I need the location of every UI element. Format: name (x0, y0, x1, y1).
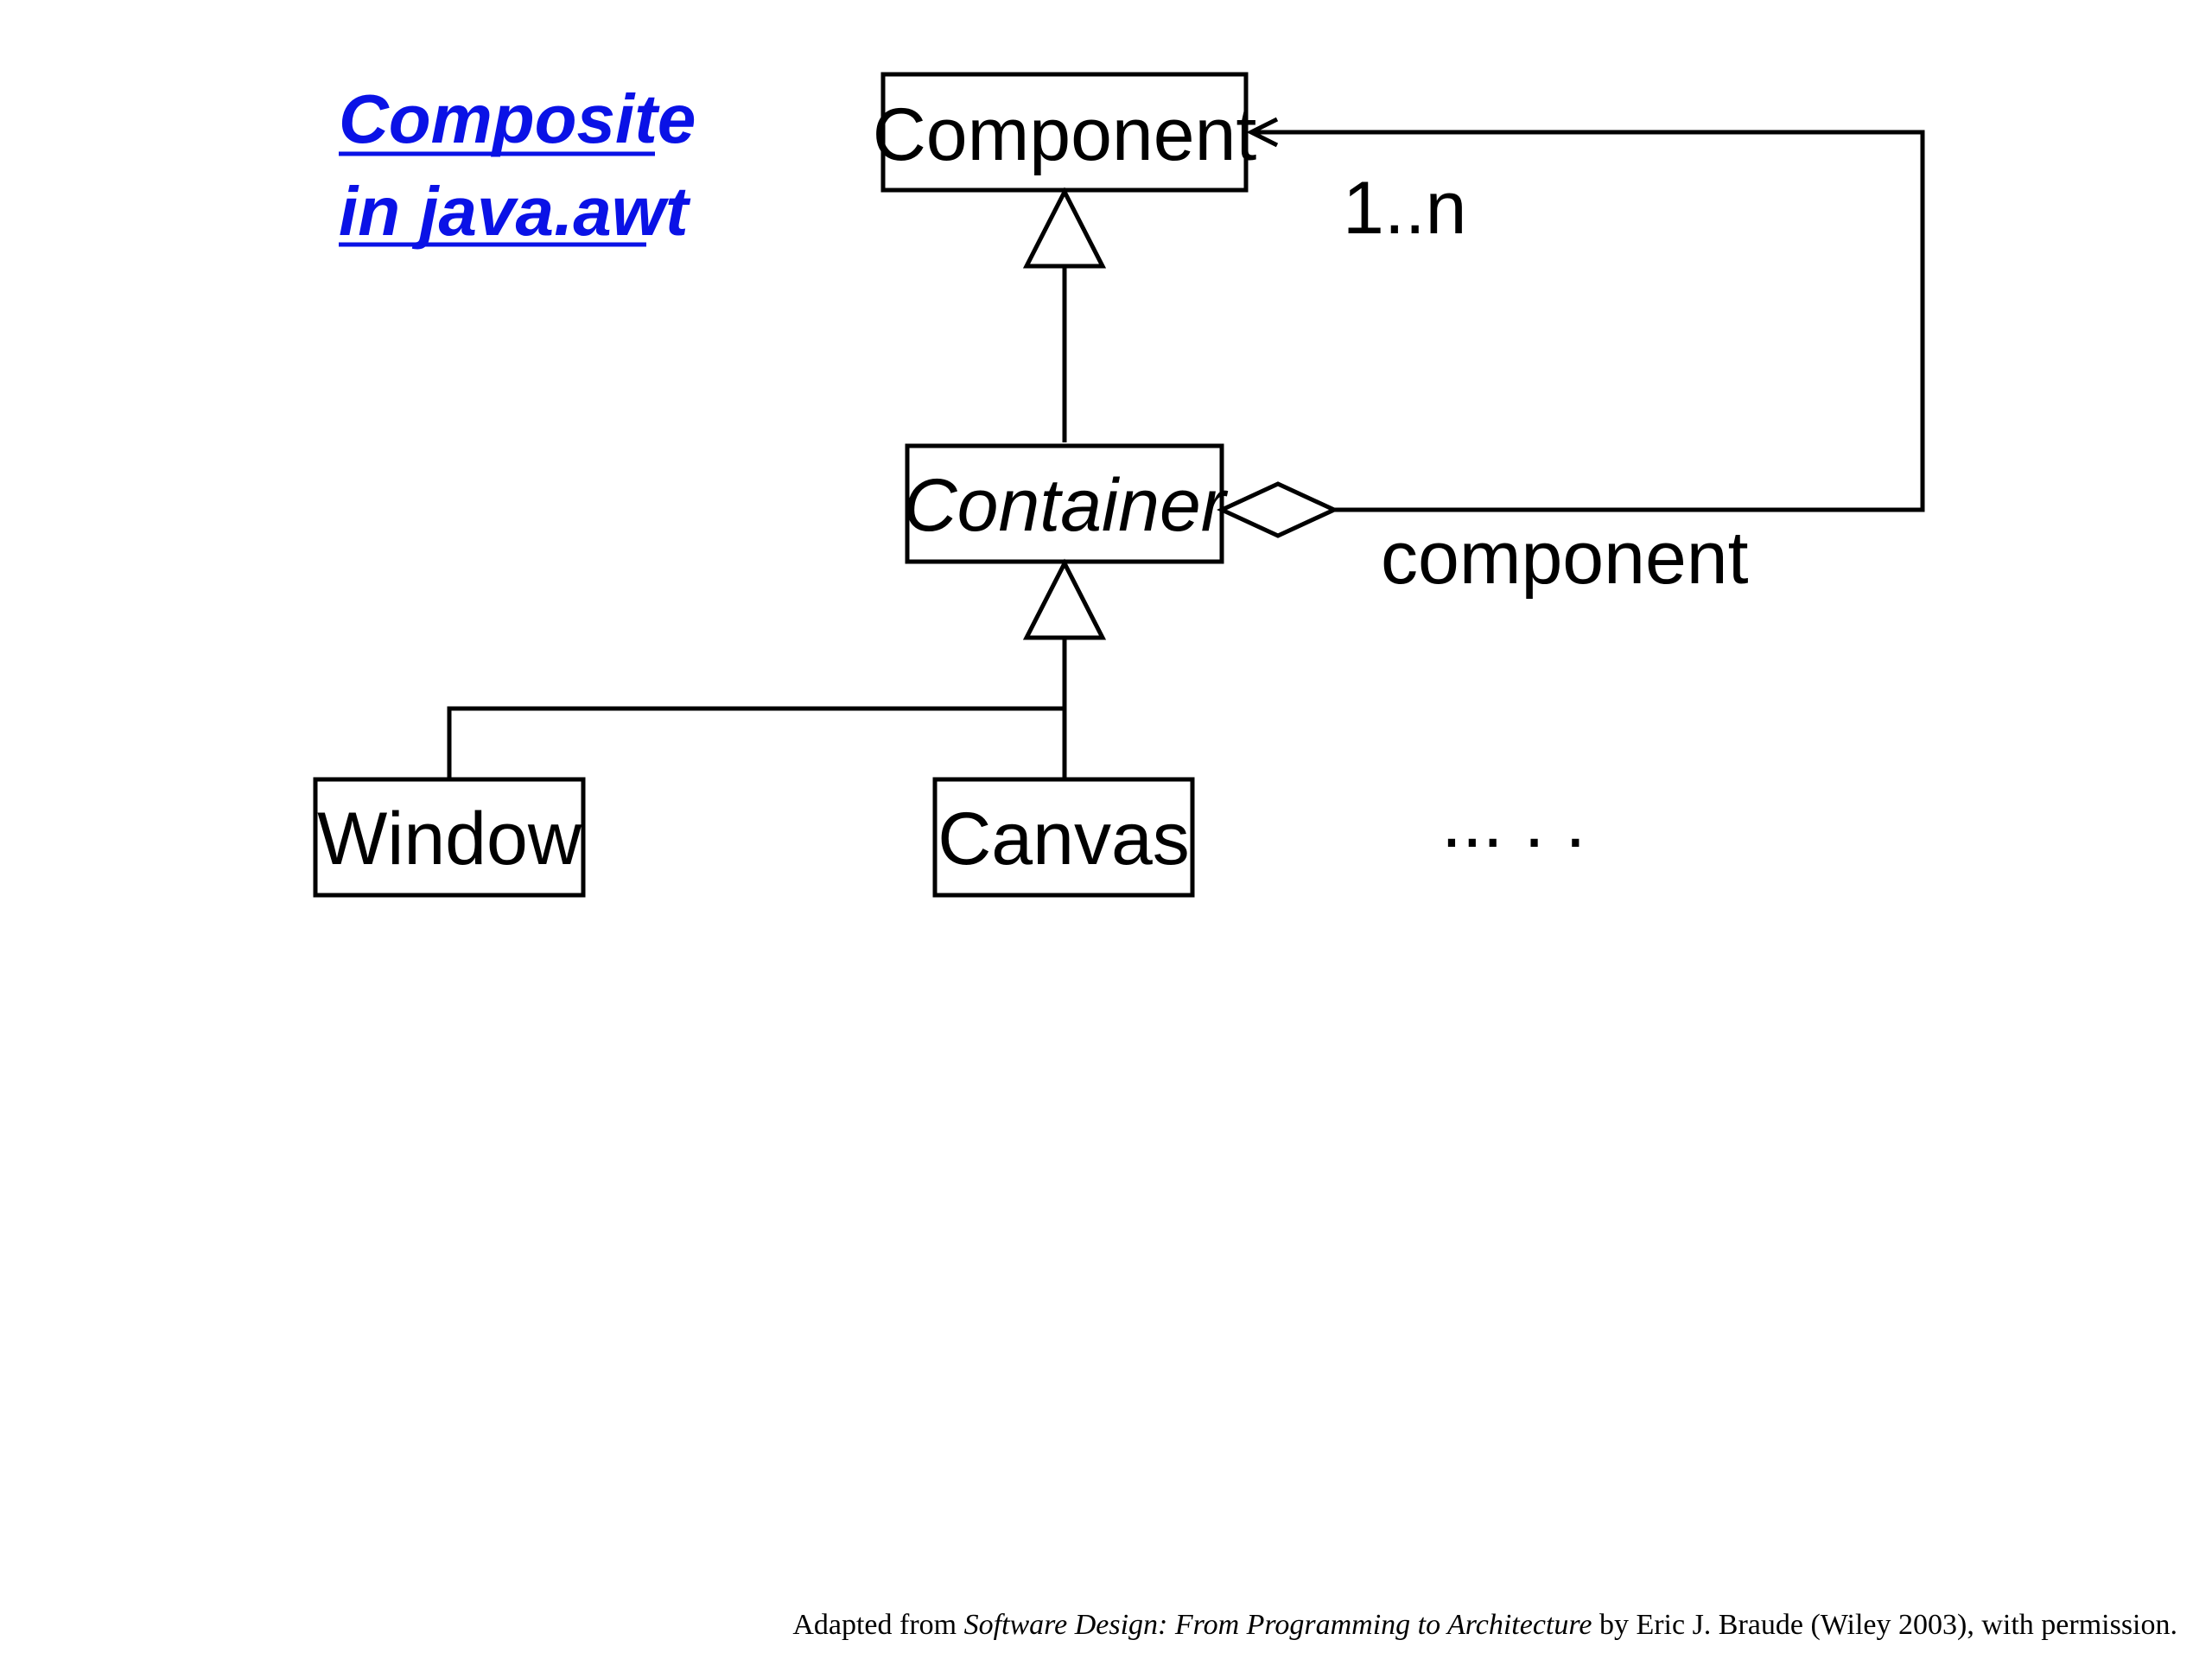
aggregation-line (1251, 130, 1925, 512)
class-container: Container (904, 443, 1229, 564)
canvas-box (932, 777, 1195, 898)
diagram-title: Composite in java.awt (339, 80, 696, 250)
caption-suffix: by Eric J. Braude (Wiley 2003), with per… (1592, 1609, 2177, 1641)
aggregation-diamond-icon (1217, 481, 1339, 538)
role-label: component (1381, 517, 1749, 600)
generalization-line-window (447, 706, 1065, 778)
more-subclasses-ellipsis: ... . . (1441, 780, 1586, 863)
caption-book-title: Software Design: From Programming to Arc… (963, 1609, 1592, 1641)
container-box (905, 443, 1224, 564)
window-label: Window (317, 798, 582, 880)
canvas-label: Canvas (938, 798, 1190, 880)
attribution-caption: Adapted from Software Design: From Progr… (52, 1609, 2177, 1642)
title-line-2: in java.awt (339, 173, 691, 250)
window-box (313, 777, 586, 898)
caption-prefix: Adapted from (792, 1609, 964, 1641)
container-label: Container (904, 464, 1229, 547)
class-window: Window (313, 777, 586, 898)
component-label: Component (873, 93, 1257, 176)
inheritance-triangle-icon (1022, 187, 1107, 269)
class-canvas: Canvas (932, 777, 1195, 898)
title-line-1: Composite (339, 80, 696, 157)
multiplicity-label: 1..n (1343, 167, 1466, 250)
class-component: Component (873, 72, 1257, 193)
arrowhead-icon (1246, 117, 1279, 148)
component-box (880, 72, 1249, 193)
inheritance-triangle-icon-2 (1022, 558, 1107, 640)
